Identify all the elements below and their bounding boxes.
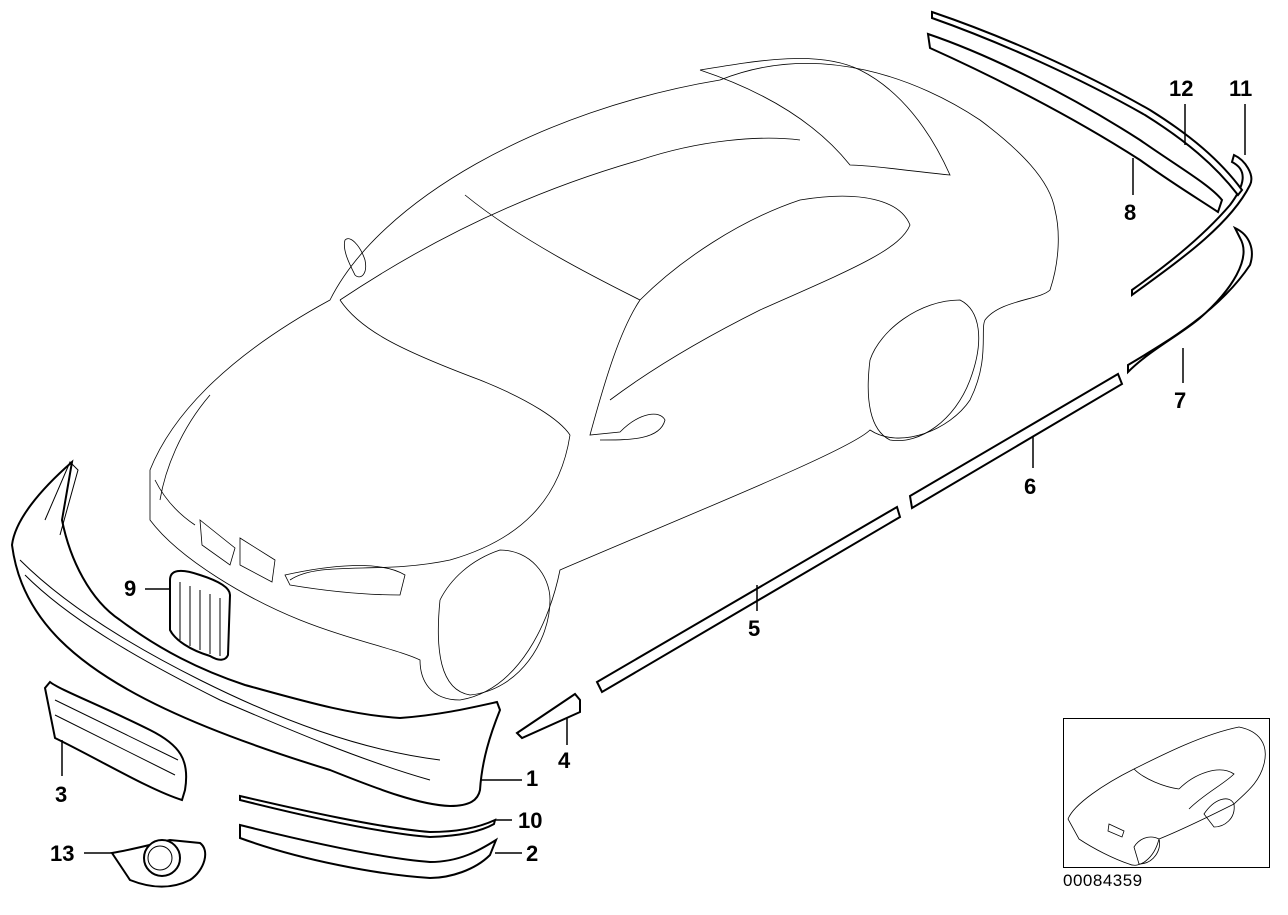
- callout-13[interactable]: 13: [50, 841, 75, 866]
- callout-12[interactable]: 12: [1169, 76, 1194, 101]
- callout-11[interactable]: 11: [1229, 76, 1253, 101]
- callout-7[interactable]: 7: [1174, 388, 1187, 413]
- callout-10[interactable]: 10: [518, 808, 543, 833]
- callout-8[interactable]: 8: [1124, 200, 1137, 225]
- car-body-outline: [149, 58, 1059, 701]
- callout-2[interactable]: 2: [526, 841, 539, 866]
- part-11-rear-strip: [1131, 153, 1253, 297]
- part-13-fog-light: [110, 838, 207, 888]
- part-4-fender-strip: [515, 692, 581, 740]
- callout-6[interactable]: 6: [1024, 474, 1037, 499]
- callout-4[interactable]: 4: [558, 748, 571, 773]
- part-12-rear-upper-strip: [931, 10, 1244, 197]
- leader-lines: [61, 104, 1246, 854]
- car-thumbnail-icon: [1067, 726, 1266, 866]
- part-5-front-door-strip: [595, 505, 902, 694]
- callout-3[interactable]: 3: [55, 782, 68, 807]
- vehicle-thumbnail: [1063, 718, 1270, 868]
- part-1-front-bumper: [10, 459, 502, 808]
- callout-1[interactable]: 1: [526, 766, 539, 791]
- reference-number: 00084359: [1063, 871, 1143, 890]
- part-9-kidney-grille: [169, 569, 232, 661]
- callout-9[interactable]: 9: [124, 576, 137, 601]
- part-8-bumper-carrier: [926, 32, 1224, 214]
- part-3-lower-grille: [43, 680, 188, 802]
- callout-5[interactable]: 5: [748, 616, 761, 641]
- part-7-rear-trim: [1127, 225, 1253, 375]
- part-10-bumper-strip: [239, 794, 497, 839]
- part-2-lower-trim: [239, 823, 499, 880]
- part-6-rear-door-strip: [908, 372, 1124, 510]
